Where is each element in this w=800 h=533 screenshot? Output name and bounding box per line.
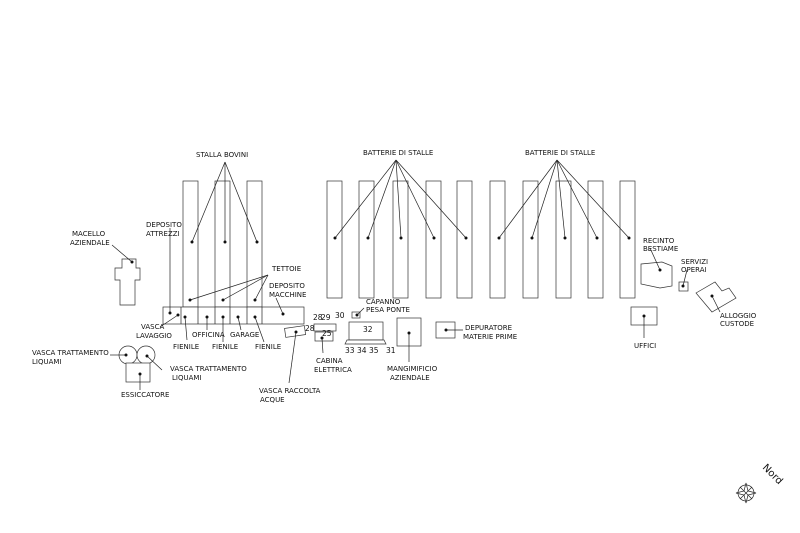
label-deposito-macchine-1: DEPOSITO xyxy=(269,282,305,290)
number-28-bottom: 28 xyxy=(305,324,315,333)
stalla-bovini-group xyxy=(182,180,263,308)
number-32: 32 xyxy=(363,325,373,334)
essiccatore-building xyxy=(125,362,151,383)
label-mangimificio-1: MANGIMIFICIO xyxy=(387,365,438,373)
label-deposito-macchine-2: MACCHINE xyxy=(269,291,306,299)
labels: STALLA BOVINI BATTERIE DI STALLE BATTERI… xyxy=(32,149,757,404)
label-deposito-attrezzi-1: DEPOSITO xyxy=(146,221,182,229)
number-28-top: 28 xyxy=(313,313,323,322)
label-officina: OFFICINA xyxy=(192,331,225,339)
label-vasca-raccolta-1: VASCA RACCOLTA xyxy=(259,387,321,395)
alloggio-custode-building xyxy=(695,281,737,313)
label-vasca-raccolta-2: ACQUE xyxy=(260,396,285,404)
label-cabina-2: ELETTRICA xyxy=(314,366,352,374)
label-nord: Nord xyxy=(760,462,785,487)
batterie-stalle-group-2 xyxy=(489,180,636,299)
number-31: 31 xyxy=(386,346,396,355)
label-vasca-lavaggio-1: VASCA xyxy=(141,323,164,331)
label-vasca-liquami-b-1: VASCA TRATTAMENTO xyxy=(170,365,247,373)
label-alloggio-2: CUSTODE xyxy=(720,320,754,328)
label-batterie-stalle-1: BATTERIE DI STALLE xyxy=(363,149,433,157)
label-alloggio-1: ALLOGGIO xyxy=(720,312,757,320)
label-batterie-stalle-2: BATTERIE DI STALLE xyxy=(525,149,595,157)
leader-dots xyxy=(124,236,714,376)
building-numbers: 28 29 30 28 25 32 33 34 35 31 xyxy=(305,311,396,355)
label-vasca-liquami-a-1: VASCA TRATTAMENTO xyxy=(32,349,109,357)
batterie-stalle-group-1 xyxy=(326,180,473,299)
label-recinto-1: RECINTO xyxy=(643,237,675,245)
stalla-batteria-1-2 xyxy=(358,180,375,299)
label-aziendale: AZIENDALE xyxy=(70,239,110,247)
stalla-bovini-1 xyxy=(182,180,199,308)
recinto-bestiame-building xyxy=(640,261,673,289)
label-cabina-1: CABINA xyxy=(316,357,343,365)
label-recinto-2: BESTIAME xyxy=(643,245,678,253)
label-capanno-2: PESA PONTE xyxy=(366,306,410,314)
label-fienile-1: FIENILE xyxy=(173,343,199,351)
service-strip xyxy=(162,306,305,325)
stalla-batteria-1-3 xyxy=(392,180,409,299)
label-stalla-bovini: STALLA BOVINI xyxy=(196,151,248,159)
service-strip-outline xyxy=(162,306,305,325)
buildings-33-35 xyxy=(344,339,387,345)
label-vasca-liquami-b-2: LIQUAMI xyxy=(172,374,202,382)
stalla-batteria-2-3 xyxy=(555,180,572,299)
stalla-batteria-2-4 xyxy=(587,180,604,299)
number-25: 25 xyxy=(322,329,332,338)
number-33: 33 xyxy=(345,346,355,355)
number-34: 34 xyxy=(357,346,367,355)
stalla-batteria-1-4 xyxy=(425,180,442,299)
label-vasca-lavaggio-2: LAVAGGIO xyxy=(136,332,172,340)
number-29: 29 xyxy=(321,313,331,322)
label-depuratore-1: DEPURATORE xyxy=(465,324,512,332)
label-fienile-2: FIENILE xyxy=(212,343,238,351)
label-fienile-3: FIENILE xyxy=(255,343,281,351)
stalla-batteria-1-1 xyxy=(326,180,343,299)
number-30: 30 xyxy=(335,311,345,320)
label-uffici: UFFICI xyxy=(634,342,656,350)
stalla-bovini-3 xyxy=(246,180,263,308)
label-depuratore-2: MATERIE PRIME xyxy=(463,333,517,341)
stalla-batteria-1-5 xyxy=(456,180,473,299)
label-capanno-1: CAPANNO xyxy=(366,298,401,306)
stalla-batteria-2-5 xyxy=(619,180,636,299)
leader-lines xyxy=(110,159,721,390)
stalla-batteria-2-1 xyxy=(489,180,506,299)
label-servizi-1: SERVIZI xyxy=(681,258,708,266)
cabina-elettrica-building xyxy=(314,331,334,342)
label-mangimificio-2: AZIENDALE xyxy=(390,374,430,382)
number-35: 35 xyxy=(369,346,379,355)
stalla-batteria-2-2 xyxy=(522,180,539,299)
compass-rose-icon xyxy=(735,482,757,504)
label-deposito-attrezzi-2: ATTREZZI xyxy=(146,230,180,238)
label-macello: MACELLO xyxy=(72,230,106,238)
label-essiccatore: ESSICCATORE xyxy=(121,391,169,399)
label-servizi-2: OPERAI xyxy=(681,266,707,274)
macello-aziendale-building xyxy=(114,258,141,306)
label-vasca-liquami-a-2: LIQUAMI xyxy=(32,358,62,366)
label-tettoie: TETTOIE xyxy=(271,265,301,273)
small-building-28-29 xyxy=(313,323,337,332)
label-garage: GARAGE xyxy=(230,331,259,339)
